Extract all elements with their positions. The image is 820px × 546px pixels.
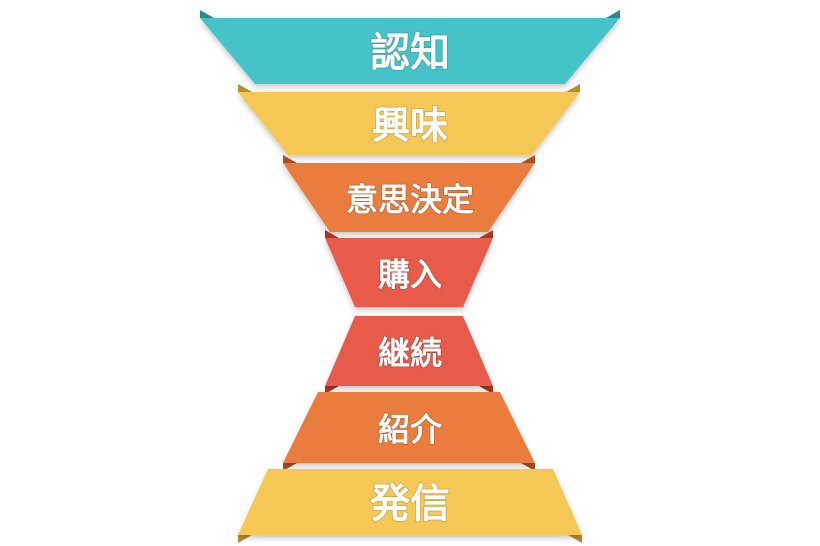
stage-band (238, 469, 582, 535)
stage-referral: 紹介 (283, 392, 535, 471)
stage-label: 購入 (378, 256, 442, 294)
stage-awareness: 認知 (200, 10, 620, 84)
stage-label: 紹介 (378, 411, 443, 449)
stage-sharing: 発信 (238, 469, 582, 543)
stage-label: 認知 (370, 30, 450, 76)
stage-fold-right (479, 230, 493, 238)
stage-fold-right (568, 535, 582, 543)
stage-label: 発信 (370, 481, 450, 527)
stage-fold-left (200, 10, 214, 18)
stage-interest: 興味 (238, 84, 580, 155)
stage-label: 興味 (372, 104, 448, 148)
stage-fold-right (606, 10, 620, 18)
stage-band (200, 18, 620, 84)
stage-label: 継続 (378, 334, 442, 372)
stage-decision: 意思決定 (283, 155, 535, 232)
stage-fold-right (566, 84, 580, 92)
stage-fold-right (521, 155, 535, 163)
stage-continuation: 継続 (325, 316, 493, 394)
stage-fold-left (325, 230, 339, 238)
stage-fold-left (283, 155, 297, 163)
stage-fold-left (238, 84, 252, 92)
stage-band (283, 163, 535, 232)
stage-fold-left (238, 535, 252, 543)
stage-band (283, 392, 535, 463)
stage-band (238, 92, 580, 155)
stage-band (325, 238, 493, 307)
stage-band (325, 316, 493, 386)
stage-label: 意思決定 (346, 181, 474, 219)
stage-purchase: 購入 (325, 230, 493, 307)
